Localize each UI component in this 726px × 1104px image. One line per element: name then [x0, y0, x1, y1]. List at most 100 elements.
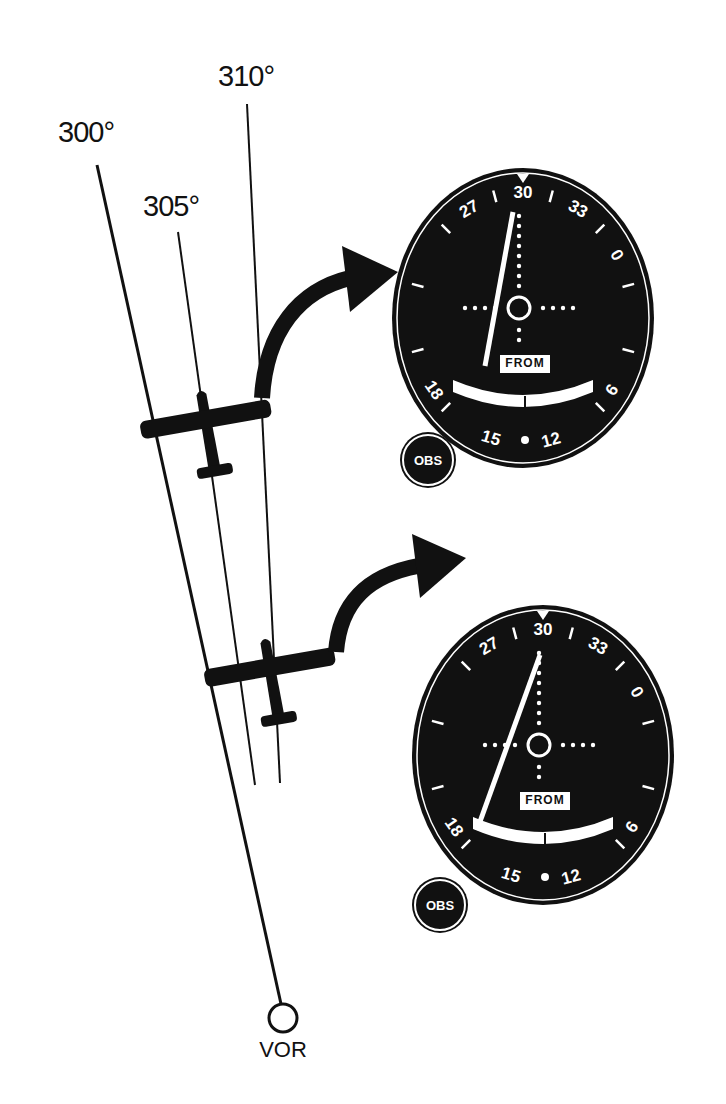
callout-arrow [262, 278, 350, 398]
flag-text: FROM [505, 356, 544, 370]
indicator-face [392, 168, 654, 468]
deviation-dot [483, 306, 487, 310]
radial-label-text: 305° [143, 190, 199, 222]
dial-tick [442, 403, 450, 411]
dial-tick [570, 627, 573, 639]
deviation-dot [493, 743, 497, 747]
vor-indicators [392, 168, 674, 905]
deviation-dot [537, 671, 541, 675]
dial-tick [642, 721, 654, 724]
deviation-dot [517, 284, 521, 288]
dial-number: 30 [534, 621, 553, 638]
aircraft-wing [203, 647, 336, 688]
dial-number-text: 30 [534, 620, 553, 639]
dial-tick [596, 225, 604, 233]
deviation-dot [513, 743, 517, 747]
station-label: VOR [259, 1037, 307, 1063]
vor-circle [269, 1004, 297, 1032]
dial-tick [596, 403, 604, 411]
deviation-dot [537, 775, 541, 779]
callout-arrowhead [342, 246, 398, 312]
deviation-dot [473, 306, 477, 310]
deviation-dot [591, 743, 595, 747]
aircraft-tail [196, 462, 233, 479]
knob-label: OBS [414, 453, 442, 468]
knob-label: OBS [426, 898, 454, 913]
deviation-dot [537, 711, 541, 715]
deviation-dot [551, 306, 555, 310]
flag-window [453, 380, 593, 407]
dial-tick [432, 786, 444, 789]
deviation-dot [537, 765, 541, 769]
dial-tick [412, 284, 424, 287]
deviation-dot [571, 306, 575, 310]
dial-number-text: 30 [514, 183, 533, 202]
radial-label: 300° [58, 116, 114, 149]
radial-label: 310° [218, 60, 274, 93]
index-mark [537, 611, 549, 620]
aircraft-fuselage [195, 390, 221, 472]
dial-tick [513, 627, 516, 639]
to-from-flag: FROM [519, 791, 570, 810]
deviation-dot [537, 701, 541, 705]
dial-tick [493, 190, 496, 202]
deviation-dot [517, 234, 521, 238]
aircraft-wing [139, 399, 272, 440]
deviation-dot [517, 264, 521, 268]
vor-symbol [266, 1001, 300, 1035]
dial-tick [462, 662, 470, 670]
flag-text: FROM [525, 793, 564, 807]
aircraft [200, 628, 345, 736]
deviation-dot [537, 651, 541, 655]
deviation-dot [537, 721, 541, 725]
indicator-rim [417, 610, 669, 900]
dial-tick [642, 786, 654, 789]
deviation-dot [517, 244, 521, 248]
deviation-dot [571, 743, 575, 747]
dial-tick [616, 662, 624, 670]
to-from-flag: FROM [499, 354, 550, 373]
obs-knob: OBS [414, 879, 466, 931]
reciprocal-dot [521, 436, 529, 444]
aircraft-fuselage [259, 638, 285, 720]
reciprocal-dot [541, 873, 549, 881]
callout-arrow [336, 566, 418, 652]
deviation-dot [517, 214, 521, 218]
deviation-dot [537, 681, 541, 685]
deviation-dot [463, 306, 467, 310]
deviation-dot [537, 691, 541, 695]
aircraft-tail [260, 710, 297, 727]
indicator-rim [397, 173, 649, 463]
deviation-dot [561, 743, 565, 747]
callout-arrowhead [412, 534, 466, 598]
deviation-dot [517, 224, 521, 228]
obs-knob: OBS [402, 434, 454, 486]
indicator-face [412, 605, 674, 905]
deviation-dot [541, 306, 545, 310]
center-circle [528, 734, 550, 756]
deviation-dot [581, 743, 585, 747]
dial-tick [550, 190, 553, 202]
deviation-dot [517, 274, 521, 278]
dial-tick [442, 225, 450, 233]
dial-tick [622, 284, 634, 287]
deviation-dot [561, 306, 565, 310]
flag-window [473, 817, 613, 844]
deviation-dot [517, 254, 521, 258]
vor-station: VOR [259, 1001, 307, 1063]
deviation-dot [483, 743, 487, 747]
index-mark [517, 174, 529, 183]
dial-tick [432, 721, 444, 724]
radial-label-text: 300° [58, 116, 114, 148]
dial-tick [622, 349, 634, 352]
center-circle [508, 297, 530, 319]
deviation-dot [517, 338, 521, 342]
course-deviation-needle [485, 212, 513, 366]
radial-line [97, 165, 281, 1004]
radial-label: 305° [143, 190, 199, 223]
dial-tick [462, 840, 470, 848]
radial-line [178, 232, 255, 785]
window-index [544, 833, 546, 845]
dial-number: 30 [514, 184, 533, 201]
